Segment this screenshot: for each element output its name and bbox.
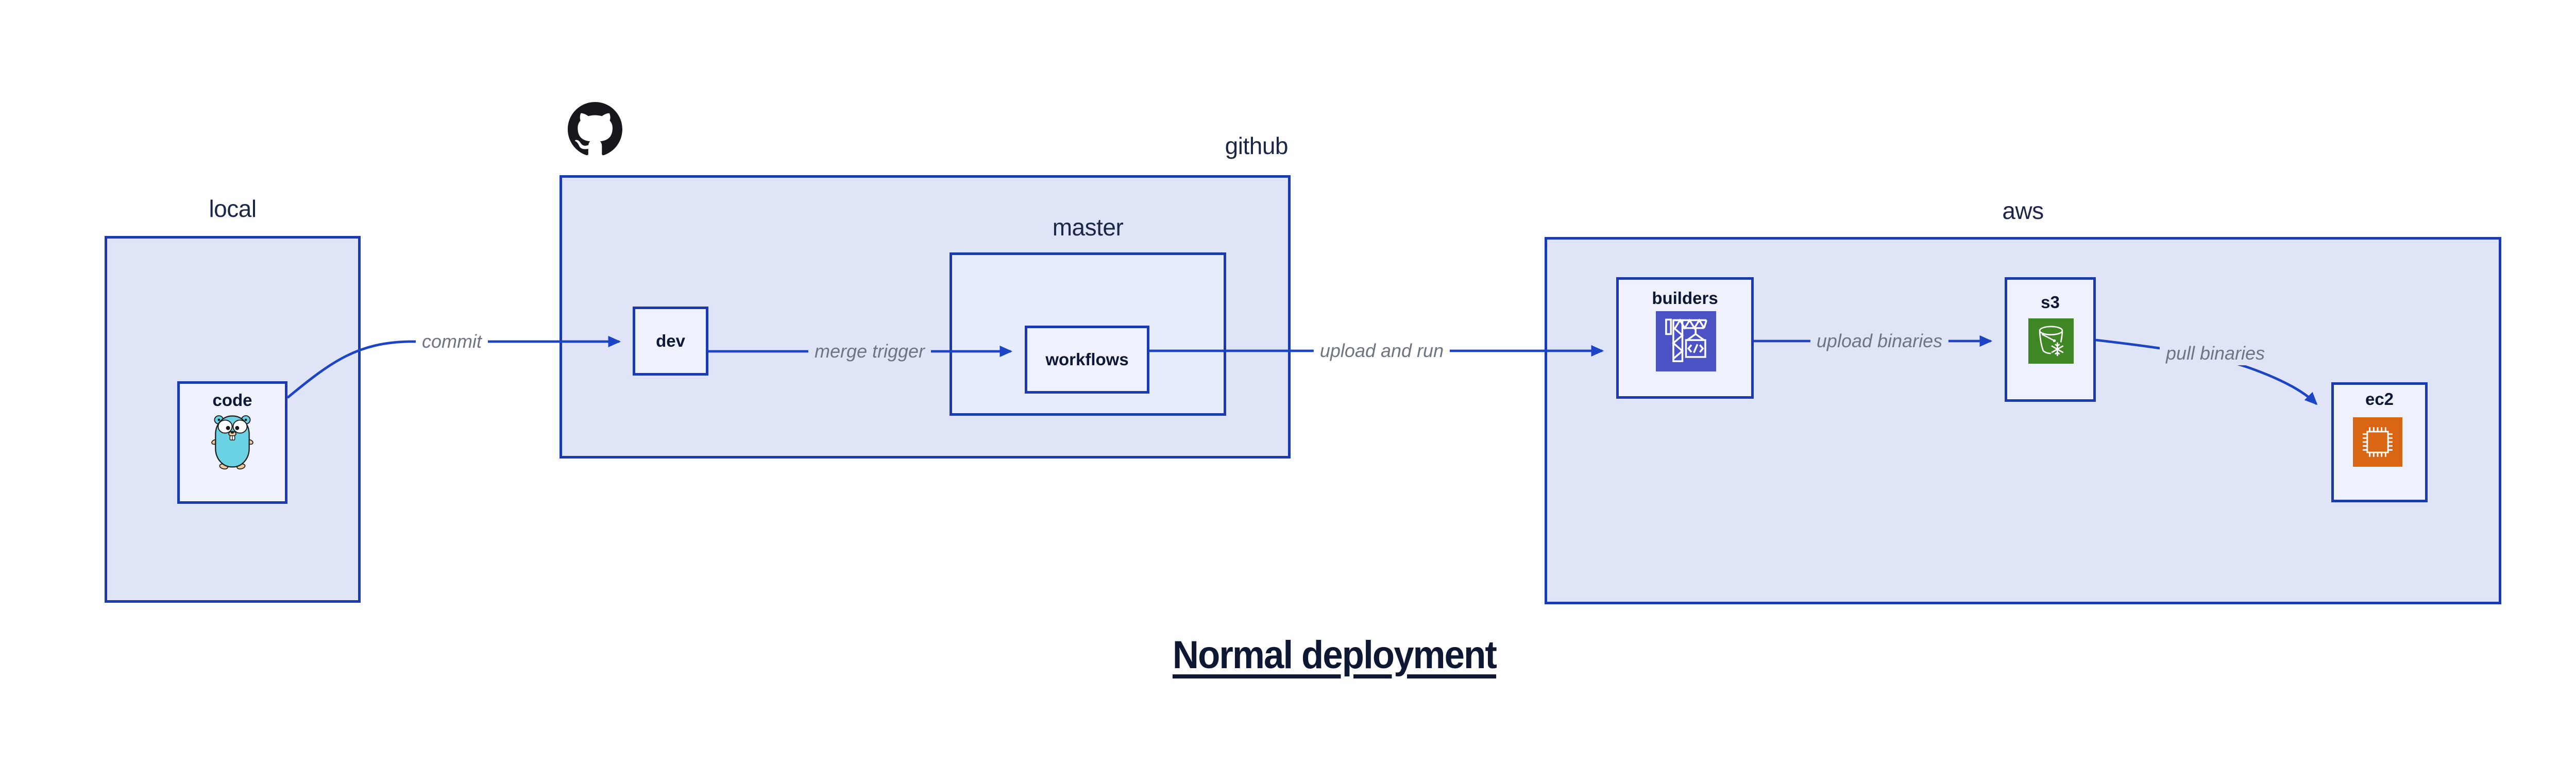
dev-node: dev [633, 307, 708, 376]
edge-label-upload-binaries: upload binaries [1810, 329, 1949, 353]
go-gopher-icon [208, 412, 257, 470]
s3-glacier-bucket-icon [2028, 318, 2074, 364]
dev-node-label: dev [656, 331, 685, 350]
s3-node [2005, 277, 2096, 402]
codebuild-crane-icon [1656, 311, 1716, 371]
edge-label-pull-binaries: pull binaries [2159, 342, 2272, 365]
ec2-chip-icon [2353, 417, 2402, 467]
workflows-node-label: workflows [1045, 350, 1129, 369]
master-group-label: master [1052, 214, 1124, 241]
github-group-label: github [1225, 132, 1289, 159]
builders-node-label: builders [1652, 288, 1718, 308]
edge-label-commit: commit [416, 330, 488, 353]
s3-node-label: s3 [2041, 293, 2060, 312]
diagram-title: Normal deployment [1172, 633, 1497, 677]
local-group-label: local [209, 195, 257, 222]
edge-label-merge-trigger: merge trigger [808, 339, 931, 363]
code-node-label: code [212, 390, 252, 410]
aws-group-label: aws [2002, 197, 2044, 224]
edge-label-upload-and-run: upload and run [1313, 339, 1450, 363]
ec2-node-label: ec2 [2365, 389, 2394, 409]
github-octocat-icon [568, 102, 622, 157]
workflows-node: workflows [1025, 326, 1149, 394]
